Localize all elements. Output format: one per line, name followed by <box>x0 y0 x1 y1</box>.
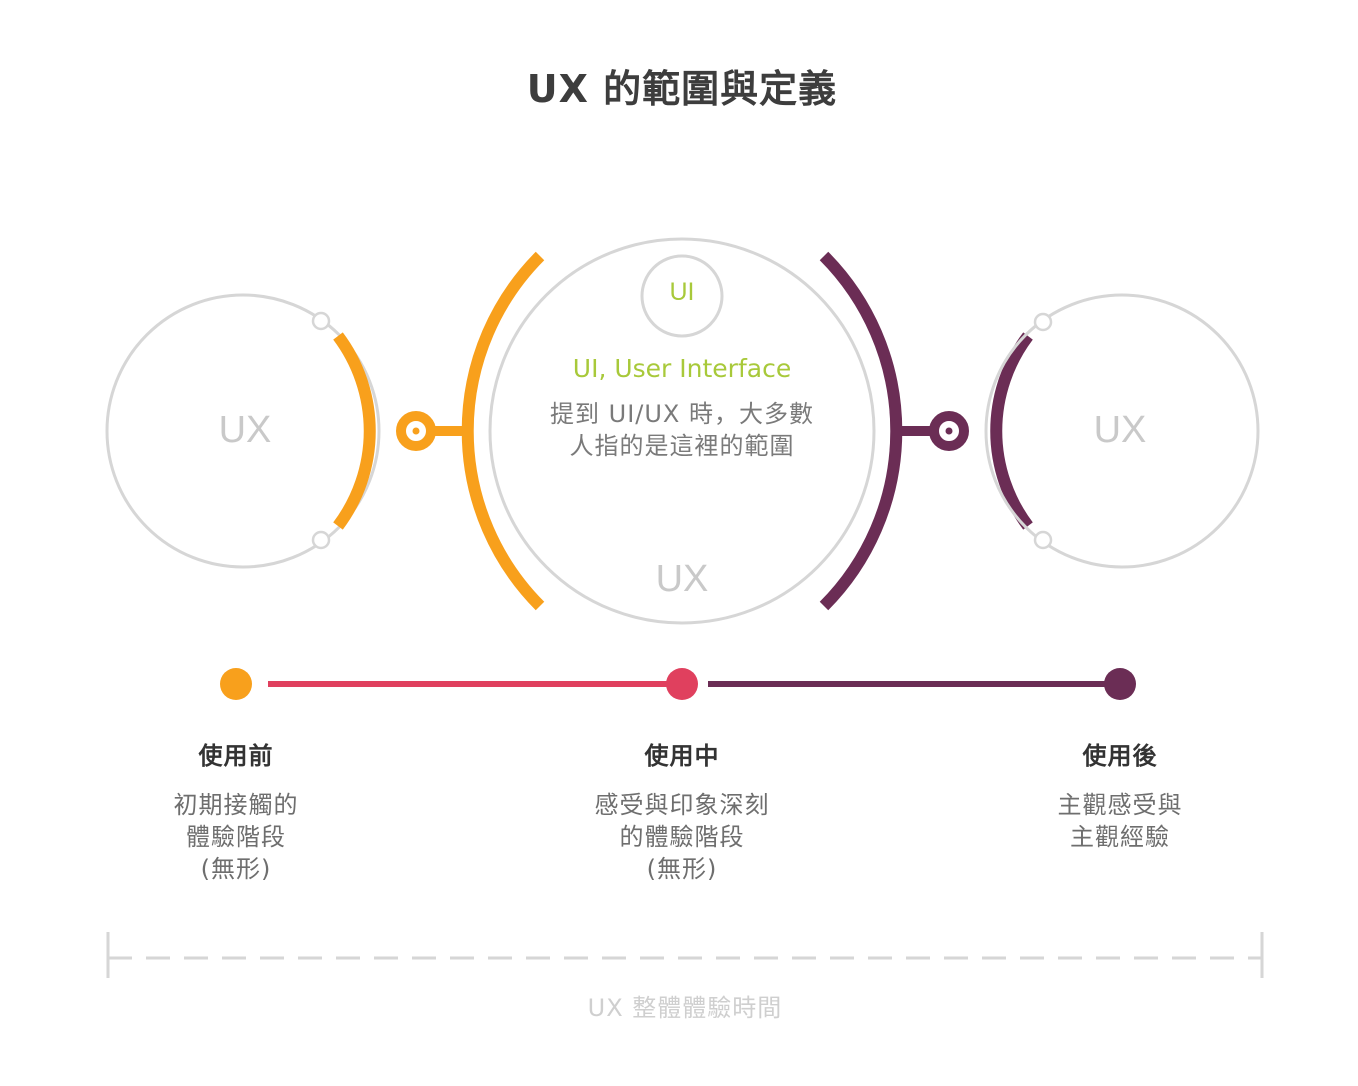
phase-during-label: 使用中 <box>644 742 720 770</box>
left-ux-circle <box>105 293 381 569</box>
right-ux-label: UX <box>1093 409 1147 451</box>
phase-before-label: 使用前 <box>198 742 274 770</box>
left-circle-node-top <box>311 311 331 331</box>
ui-description: 提到 UI/UX 時，大多數 人指的是這裡的範圍 <box>550 400 814 460</box>
left-ux-label: UX <box>218 409 272 451</box>
left-connector-dot <box>412 427 420 435</box>
right-ux-circle <box>984 293 1260 569</box>
timeline-dot-during <box>666 668 698 700</box>
ui-circle <box>640 254 724 338</box>
phase-during: 使用中 感受與印象深刻 的體驗階段 (無形) <box>532 736 832 885</box>
right-connector-dot <box>945 427 953 435</box>
right-purple-arc <box>990 332 1033 530</box>
phase-before-desc: 初期接觸的 體驗階段 (無形) <box>173 791 299 883</box>
phase-after-desc: 主觀感受與 主觀經驗 <box>1057 791 1183 851</box>
timeline-dot-before <box>220 668 252 700</box>
left-orange-arc <box>333 332 376 530</box>
right-circle-node-bottom <box>1033 530 1053 550</box>
phase-after-label: 使用後 <box>1082 742 1158 770</box>
page-title: UX 的範圍與定義 <box>526 67 838 111</box>
center-left-orange-arc <box>461 251 545 611</box>
ui-full-name: UI, User Interface <box>572 354 792 383</box>
timeline-dot-after <box>1104 668 1136 700</box>
total-time-label: UX 整體體驗時間 <box>587 994 783 1022</box>
center-ux-label: UX <box>655 558 709 600</box>
right-circle-node-top <box>1033 312 1053 332</box>
phase-after: 使用後 主觀感受與 主觀經驗 <box>970 736 1270 853</box>
phase-during-desc: 感受與印象深刻 的體驗階段 (無形) <box>594 791 770 883</box>
ui-label: UI <box>669 278 695 306</box>
phase-before: 使用前 初期接觸的 體驗階段 (無形) <box>86 736 386 885</box>
center-right-purple-arc <box>819 251 903 611</box>
left-circle-node-bottom <box>311 530 331 550</box>
center-ux-circle <box>488 237 876 625</box>
